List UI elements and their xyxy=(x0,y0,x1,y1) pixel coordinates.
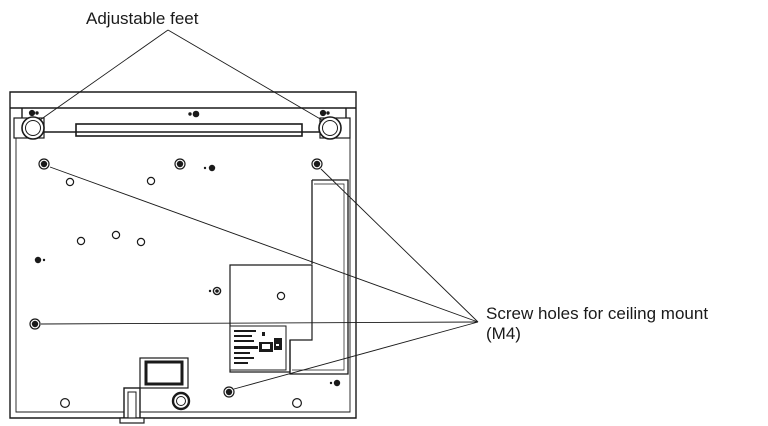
right-side-panel xyxy=(290,180,348,374)
other-screws xyxy=(35,159,340,386)
adjustable-foot-left xyxy=(14,117,44,139)
screw-hole-bottom-center xyxy=(224,387,234,397)
screw-holes-text-line2: (M4) xyxy=(486,324,708,344)
top-vent-slot xyxy=(76,124,302,136)
bottom-square-port xyxy=(140,358,188,388)
screw-hole-top-left xyxy=(39,159,49,169)
bottom-connector xyxy=(120,388,144,423)
screw-holes-text-line1: Screw holes for ceiling mount xyxy=(486,304,708,324)
rating-label-plate xyxy=(230,326,286,370)
small-screw-markers xyxy=(29,110,329,116)
adjustable-foot-right xyxy=(319,117,350,139)
screw-holes-label: Screw holes for ceiling mount (M4) xyxy=(486,304,708,344)
screw-hole-middle-left xyxy=(30,319,40,329)
leader-lines-adjustable-feet xyxy=(40,30,322,120)
adjustable-feet-label: Adjustable feet xyxy=(86,9,198,29)
adjustable-feet-text: Adjustable feet xyxy=(86,9,198,29)
screw-hole-top-right xyxy=(312,159,322,169)
bottom-round-knob xyxy=(173,393,189,409)
